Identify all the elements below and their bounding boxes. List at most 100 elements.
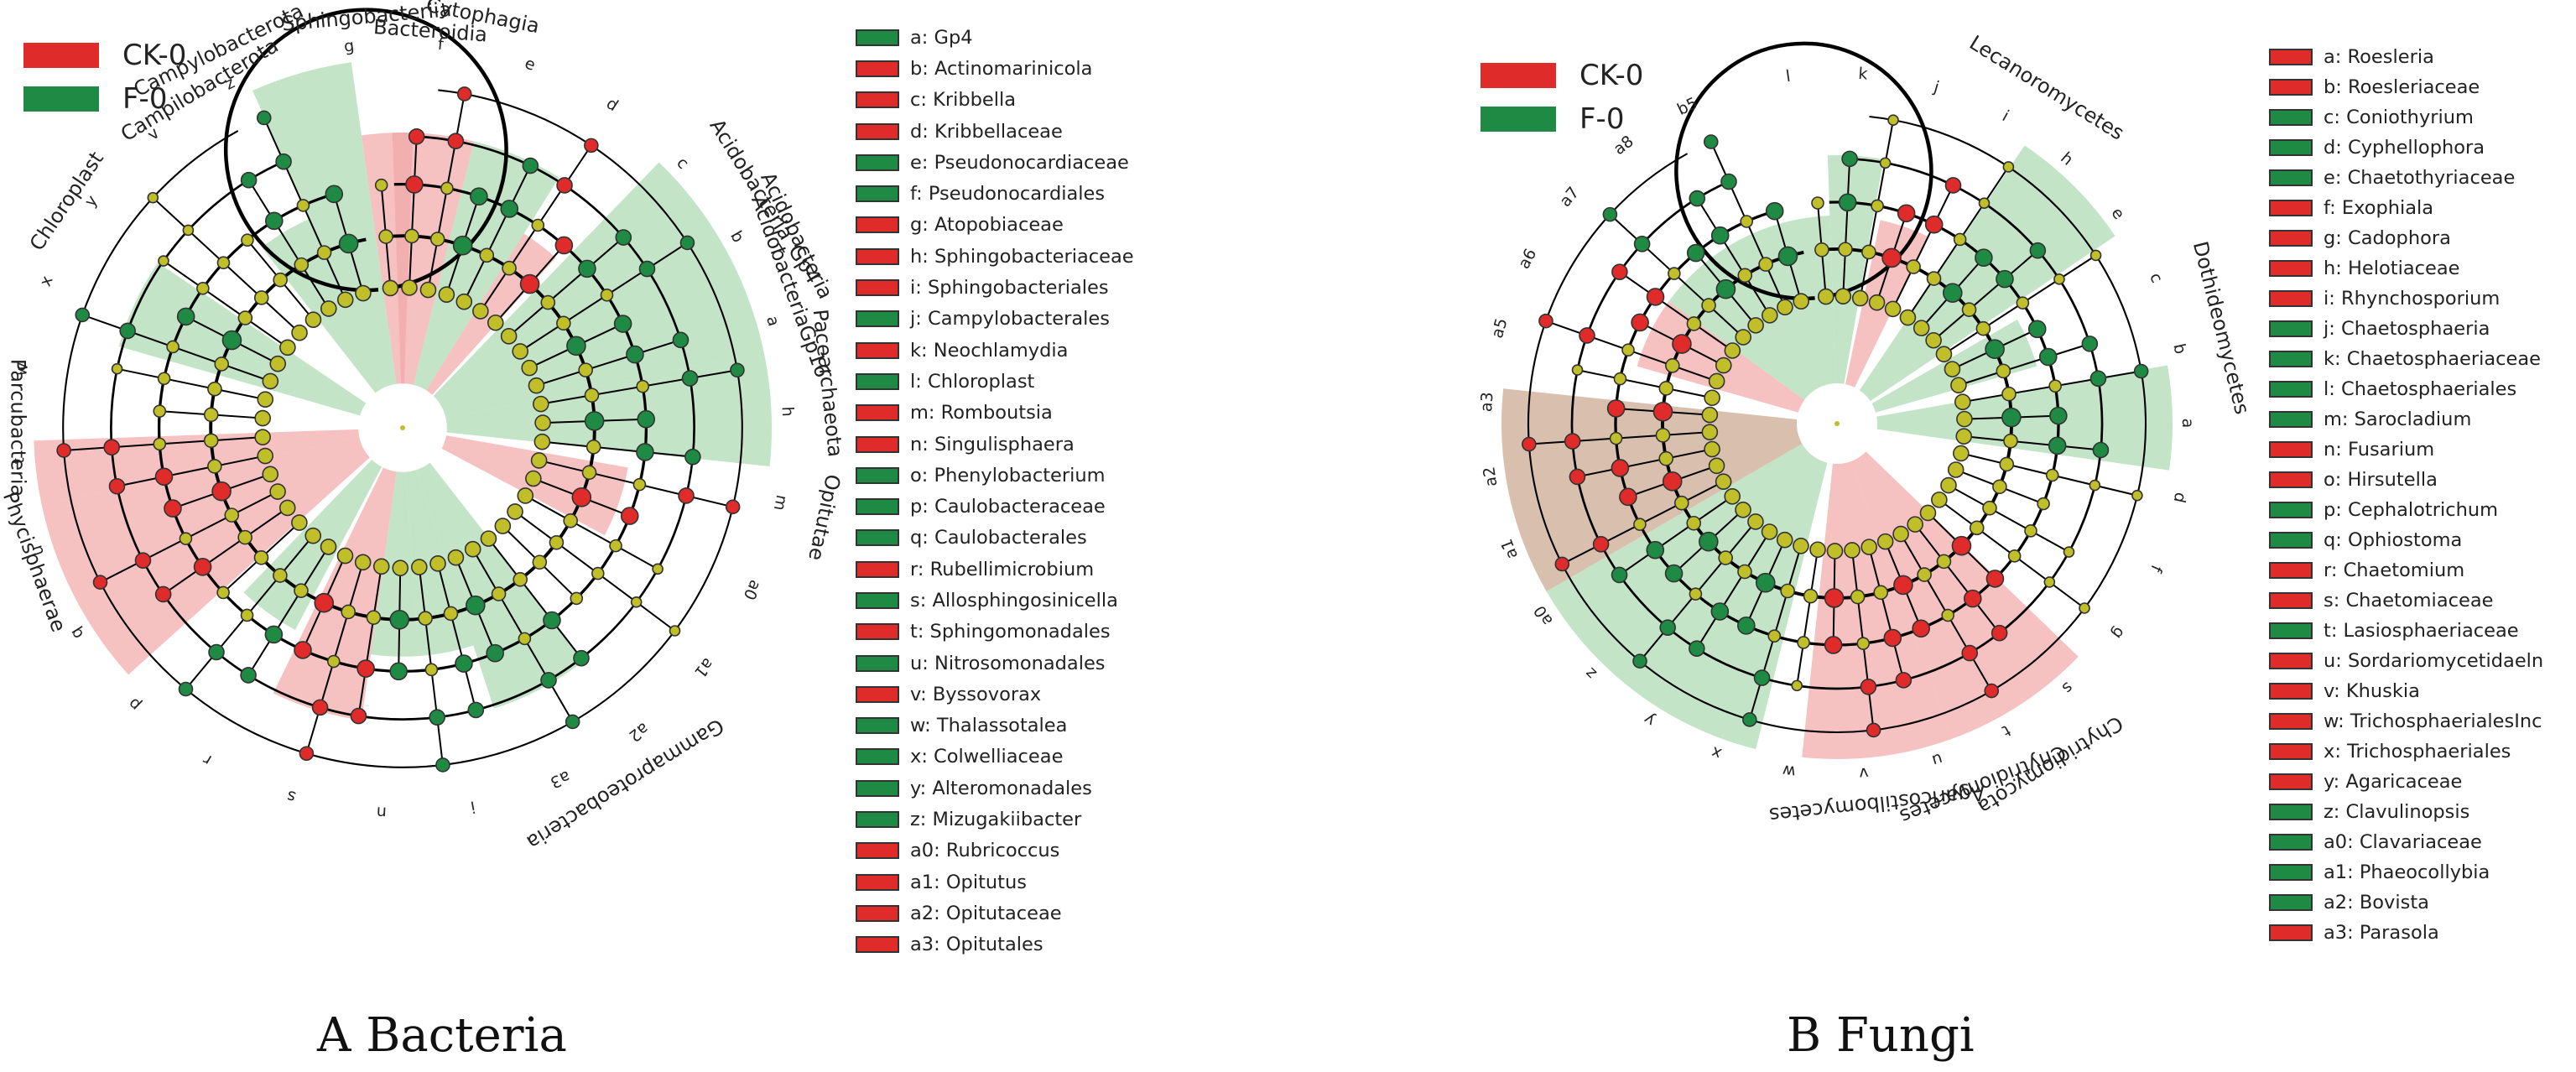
taxa-label: x: Colwelliaceae xyxy=(910,746,1064,768)
taxa-legend-item: n: Fusarium xyxy=(2269,435,2543,465)
group-swatch-ck xyxy=(23,43,99,68)
taxa-legend-item: p: Caulobacteraceae xyxy=(856,491,1134,522)
tree-node xyxy=(2089,479,2101,492)
tree-node xyxy=(1737,564,1752,580)
tree-node xyxy=(566,336,586,356)
tree-node xyxy=(620,507,639,525)
tree-node xyxy=(1755,572,1776,593)
taxa-label: q: Ophiostoma xyxy=(2324,529,2463,551)
taxa-legend-item: j: Chaetosphaeria xyxy=(2269,314,2543,344)
tree-node xyxy=(1689,640,1705,657)
tree-node xyxy=(214,356,230,372)
tree-node xyxy=(2133,363,2149,379)
node-letter-label: e xyxy=(2107,204,2128,223)
tree-node xyxy=(1658,381,1674,396)
taxa-label: k: Neochlamydia xyxy=(910,339,1069,362)
taxa-legend-item: w: TrichosphaerialesInc xyxy=(2269,706,2543,736)
tree-branch xyxy=(1577,448,1713,478)
tree-node xyxy=(1708,457,1725,475)
tree-node xyxy=(134,552,152,569)
taxa-legend-item: f: Pseudonocardiales xyxy=(856,178,1134,209)
tree-branch xyxy=(409,136,418,289)
tree-node xyxy=(549,534,565,550)
taxa-swatch xyxy=(2269,351,2313,367)
taxa-label: h: Sphingobacteriaceae xyxy=(910,245,1134,268)
tree-node xyxy=(257,391,274,408)
tree-node xyxy=(2007,549,2022,563)
tree-node xyxy=(684,448,701,466)
tree-node xyxy=(294,641,312,659)
tree-node xyxy=(435,757,450,773)
tree-node xyxy=(2089,370,2107,388)
taxa-label: c: Kribbella xyxy=(910,89,1017,112)
tree-node xyxy=(584,411,605,431)
group-swatch-f xyxy=(23,86,99,112)
tree-node xyxy=(486,643,504,663)
tree-node xyxy=(1991,624,2008,642)
tree-node xyxy=(1866,722,1881,738)
tree-node xyxy=(264,211,284,231)
tree-node xyxy=(1844,542,1860,559)
group-legend-item: CK-0 xyxy=(1481,54,1643,97)
tree-node xyxy=(108,477,126,495)
taxa-swatch xyxy=(2269,139,2313,156)
node-letter-label: a2 xyxy=(1480,466,1501,488)
taxa-label: u: Sordariomycetidaeln xyxy=(2324,650,2544,672)
tree-node xyxy=(56,443,71,458)
node-letter-label: s xyxy=(284,787,298,807)
tree-node xyxy=(464,540,481,558)
taxa-label: a1: Phaeocollybia xyxy=(2324,861,2490,883)
tree-node xyxy=(725,499,741,515)
tree-node xyxy=(257,447,273,465)
taxa-legend-item: q: Caulobacterales xyxy=(856,523,1134,554)
tree-node xyxy=(240,667,257,684)
node-letter-label: c xyxy=(2146,270,2166,286)
taxa-legend-item: u: Nitrosomonadales xyxy=(856,648,1134,679)
taxa-label: e: Chaetothyriaceae xyxy=(2324,167,2516,189)
tree-node xyxy=(1747,513,1764,530)
panel-caption: B Fungi xyxy=(1787,1008,1975,1063)
tree-node xyxy=(487,314,504,331)
tree-node xyxy=(1633,518,1647,531)
tree-node xyxy=(207,459,222,474)
tree-node xyxy=(1737,617,1756,635)
tree-node xyxy=(1961,644,1979,662)
taxa-label: r: Rubellimicrobium xyxy=(910,558,1095,580)
taxa-legend-item: a1: Opitutus xyxy=(856,866,1134,898)
tree-node xyxy=(1621,343,1635,357)
node-letter-label: g xyxy=(343,37,356,56)
tree-node xyxy=(1811,196,1824,210)
tree-node xyxy=(294,583,309,598)
tree-node xyxy=(556,315,571,331)
tree-node xyxy=(532,554,548,570)
tree-node xyxy=(573,649,590,667)
taxa-legend-item: r: Chaetomium xyxy=(2269,555,2543,585)
tree-node xyxy=(418,611,433,626)
node-letter-label: x xyxy=(36,273,57,289)
tree-node xyxy=(256,110,272,126)
taxa-legend-item: h: Sphingobacteriaceae xyxy=(856,241,1134,272)
tree-node xyxy=(314,592,335,613)
clade-highlight-wedge xyxy=(118,263,367,416)
node-letter-label: c xyxy=(673,154,692,173)
node-letter-label: a8 xyxy=(1611,132,1637,159)
tree-branch xyxy=(117,455,266,487)
tree-node xyxy=(279,339,296,356)
tree-node xyxy=(382,279,399,297)
tree-node xyxy=(1704,440,1720,458)
tree-node xyxy=(1564,433,1581,450)
taxa-legend-item: e: Pseudonocardiaceae xyxy=(856,147,1134,178)
tree-node xyxy=(157,372,171,386)
taxa-label: o: Phenylobacterium xyxy=(910,464,1106,487)
tree-node xyxy=(517,487,534,504)
node-letter-label: t xyxy=(1999,721,2013,741)
tree-ring xyxy=(62,89,743,768)
taxa-label: t: Sphingomonadales xyxy=(910,621,1111,643)
tree-node xyxy=(216,256,231,270)
tree-node xyxy=(2053,273,2065,285)
clade-highlight-wedge xyxy=(1802,461,1952,759)
taxa-swatch xyxy=(856,811,899,829)
node-letter-label: i xyxy=(1999,107,2011,126)
clade-highlight-wedge xyxy=(252,62,397,388)
tree-node xyxy=(1803,588,1819,604)
